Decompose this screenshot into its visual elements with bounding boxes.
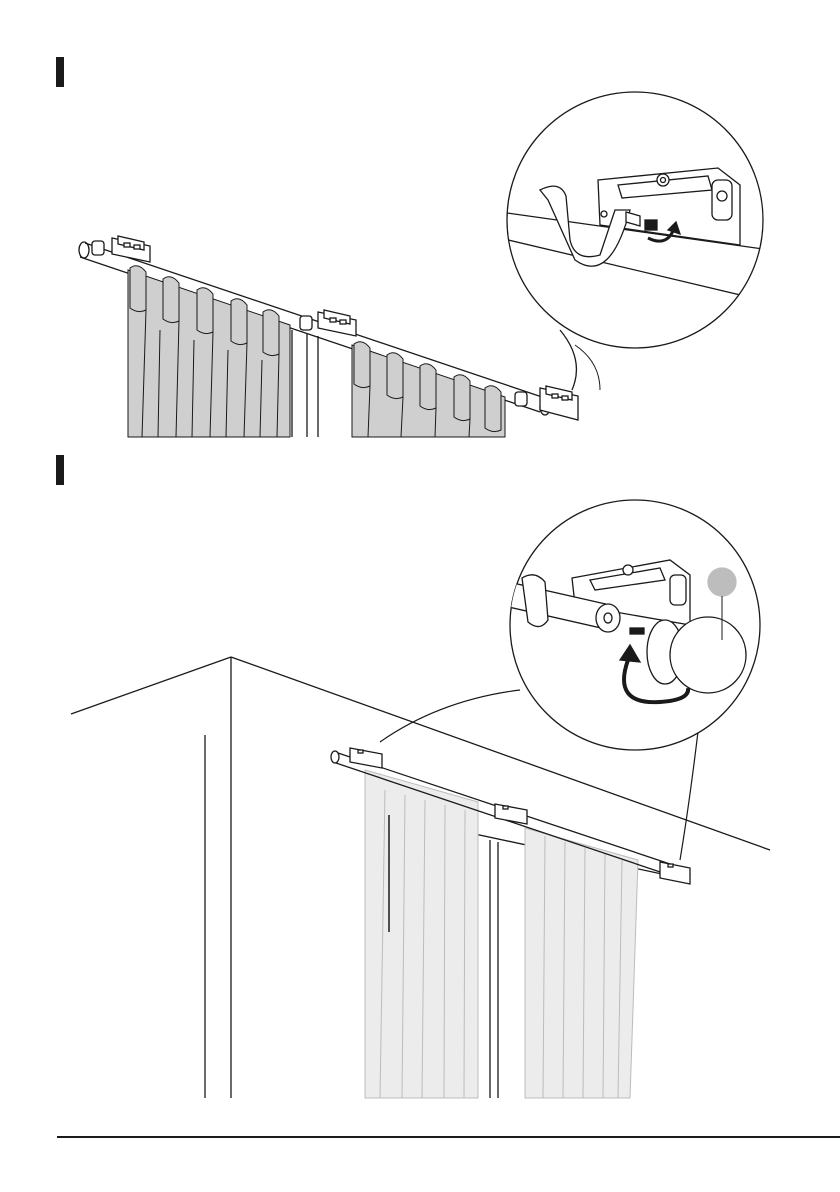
step-1-illustration: [79, 92, 770, 437]
bracket-left-bottom: [350, 748, 382, 768]
curtain-right-bottom: [525, 828, 638, 1098]
curtain-left-bottom: [365, 770, 478, 1098]
curtain-right-top: [352, 342, 505, 437]
bracket-left-top: [112, 236, 150, 262]
detail-callout-top: [500, 92, 770, 390]
bracket-center-bottom: [495, 804, 527, 824]
bracket-center-top: [318, 310, 356, 336]
window-frame-top: [292, 330, 318, 437]
footer-rule: [57, 1136, 840, 1138]
step-2-illustration: [71, 500, 770, 1098]
bracket-right-bottom: [660, 862, 690, 884]
curtain-left-top: [128, 266, 290, 437]
part-callout-badge: [708, 568, 736, 596]
